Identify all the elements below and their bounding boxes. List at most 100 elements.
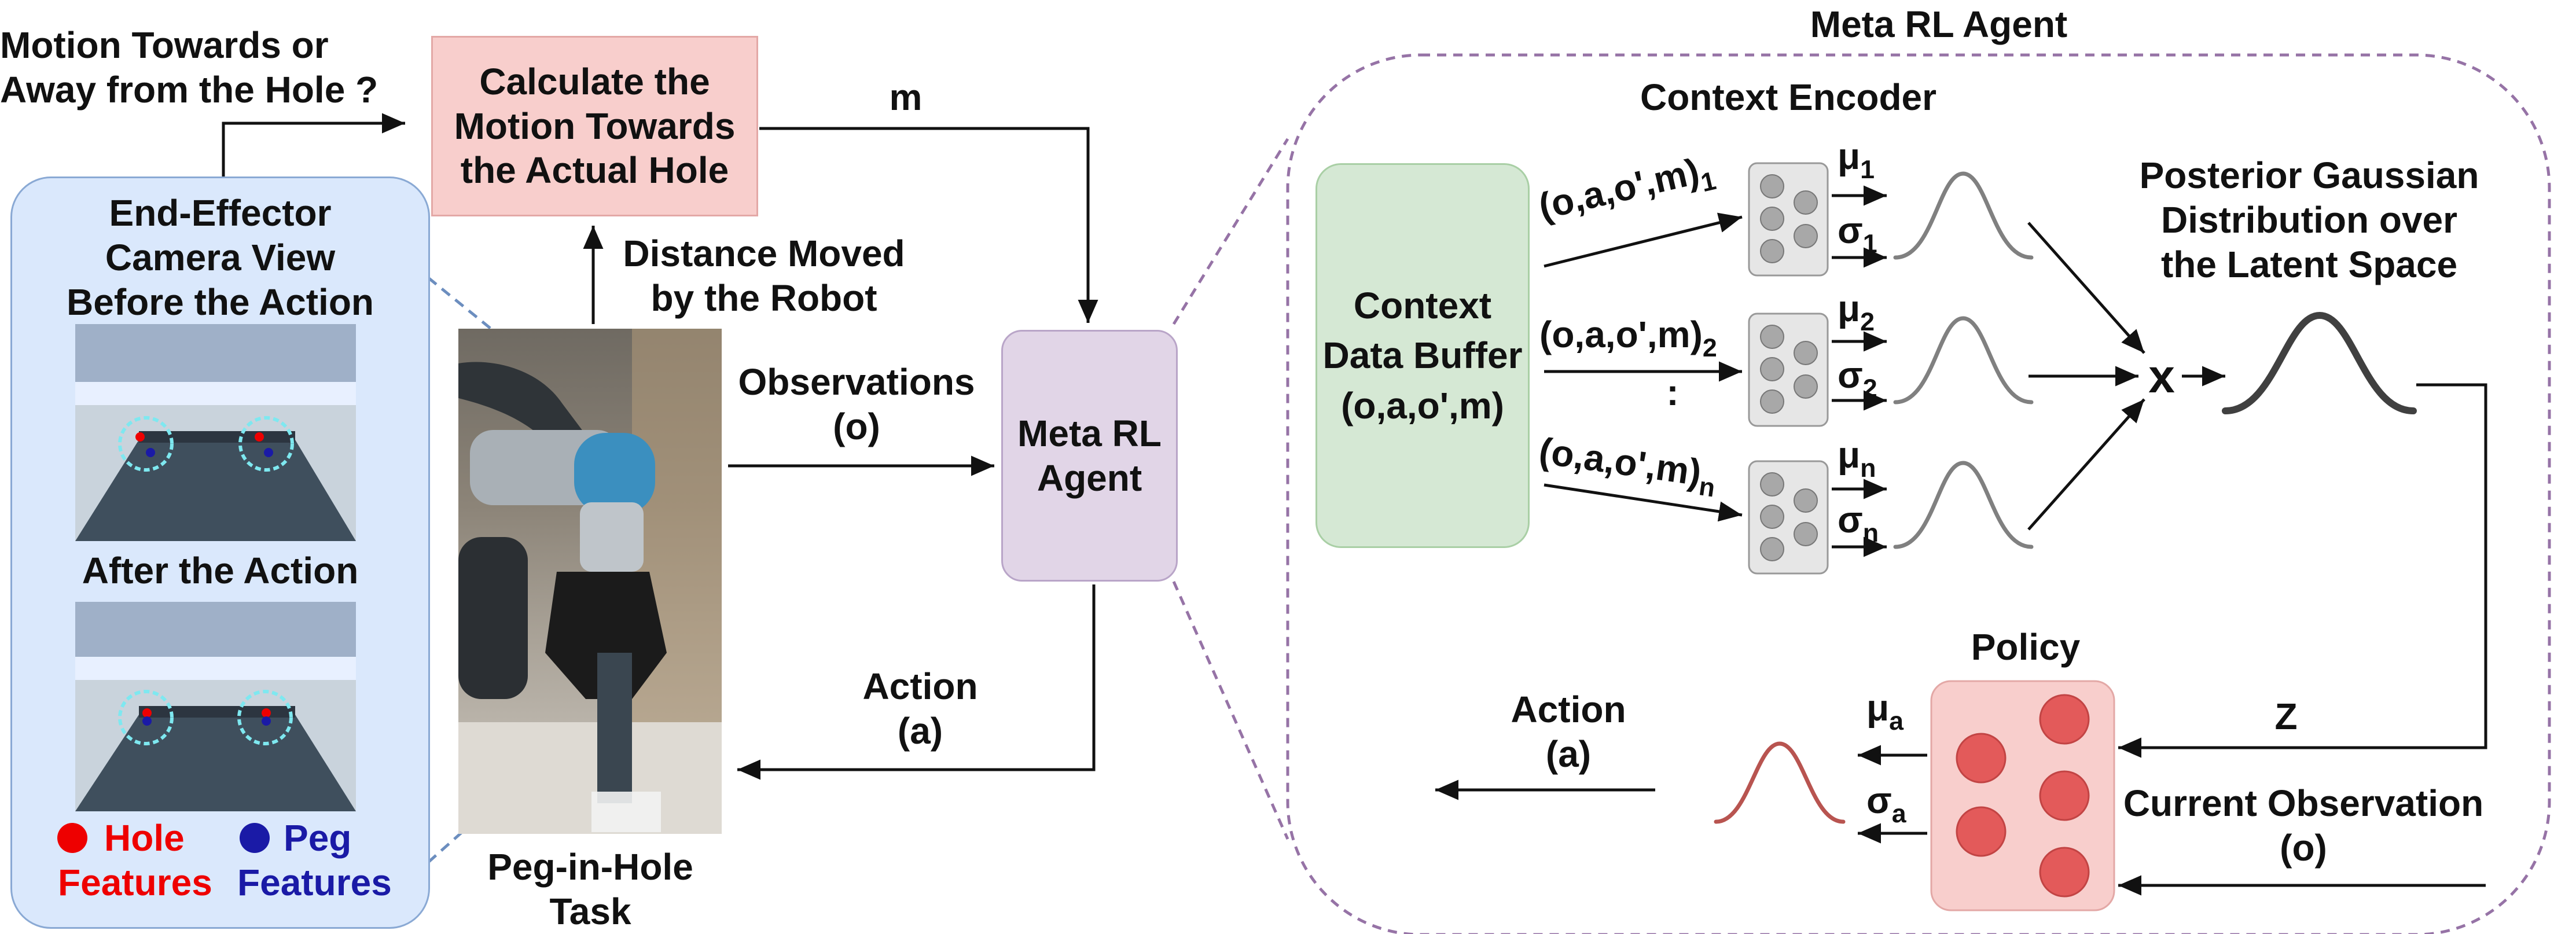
- peg-label-line1: Peg: [284, 817, 352, 859]
- observations-label: Observations (o): [735, 360, 978, 449]
- current-obs-line1: Current Observation: [2123, 782, 2484, 824]
- mu-2-sym: μ: [1838, 288, 1861, 329]
- posterior-gaussian: [2222, 311, 2417, 414]
- peg-task-line1: Peg-in-Hole: [487, 846, 693, 888]
- action-gaussian: [1714, 741, 1846, 824]
- mu-n-sym: μ: [1838, 434, 1861, 476]
- posterior-line3: the Latent Space: [2160, 243, 2458, 285]
- arrow-gaussn-to-product: [2027, 398, 2145, 531]
- arrow-camera-to-calc: [222, 113, 405, 176]
- z-label: Z: [2274, 696, 2298, 737]
- after-action-camera-image: [75, 602, 356, 811]
- zoom-line-bottom: [1172, 580, 1289, 840]
- camera-panel-title: End-Effector Camera View Before the Acti…: [10, 191, 430, 324]
- policy-network: [1930, 680, 2115, 911]
- camera-title-line2: Camera View: [105, 236, 336, 278]
- motion-question-text: Motion Towards or Away from the Hole ?: [0, 23, 379, 112]
- current-observation-label: Current Observation (o): [2095, 781, 2512, 870]
- sigma-a-sym: σ: [1866, 779, 1892, 821]
- hole-label-line1: Hole: [104, 817, 185, 859]
- calc-line1: Calculate the: [479, 60, 710, 102]
- mu-a-sub: a: [1889, 706, 1904, 736]
- buffer-line2: Data Buffer: [1322, 334, 1523, 377]
- before-action-scene: [75, 324, 356, 541]
- encoder-network-n: [1748, 460, 1829, 575]
- context-buffer-text: Context Data Buffer (o,a,o',m): [1323, 281, 1523, 431]
- motion-question-line1: Motion Towards or: [0, 24, 329, 66]
- camera-title-line1: End-Effector: [109, 192, 332, 234]
- arrow-gauss1-to-product: [2027, 222, 2145, 354]
- posterior-line2: Distribution over: [2160, 198, 2458, 241]
- meta-rl-agent-text: Meta RL Agent: [1017, 411, 1162, 501]
- mu-a-label: μa: [1866, 686, 1903, 736]
- motion-question-line2: Away from the Hole ?: [0, 68, 379, 111]
- action-right-line1: Action: [1511, 689, 1626, 730]
- camera-zoom-line-top: [427, 277, 522, 354]
- calculate-motion-box: Calculate the Motion Towards the Actual …: [431, 36, 758, 216]
- gaussian-1: [1893, 171, 2034, 260]
- zoom-line-top: [1172, 138, 1289, 325]
- peg-label-line2: Features: [237, 861, 392, 903]
- calc-line2: Motion Towards: [454, 105, 736, 147]
- mu-1-label: μ1: [1838, 134, 1875, 184]
- arrow-z: [2118, 383, 2487, 758]
- arrow-tuple-1: [1544, 212, 1743, 268]
- calc-line3: the Actual Hole: [460, 149, 729, 192]
- peg-legend-dot: [240, 823, 270, 853]
- posterior-line1: Posterior Gaussian: [2139, 155, 2479, 196]
- calculate-motion-text: Calculate the Motion Towards the Actual …: [454, 60, 736, 193]
- action-label-left: Action (a): [833, 664, 1007, 753]
- observations-line2: (o): [833, 405, 880, 447]
- camera-title-line3: Before the Action: [67, 281, 374, 323]
- distance-moved-label: Distance Moved by the Robot: [613, 231, 914, 321]
- sigma-2-sub: 2: [1862, 373, 1877, 403]
- sigma-a-sub: a: [1891, 799, 1906, 828]
- mu-1-sub: 1: [1860, 155, 1875, 184]
- mu-2-label: μ2: [1838, 286, 1875, 336]
- hole-features-label: Hole Features: [52, 816, 220, 905]
- product-symbol: x: [2148, 350, 2175, 403]
- sigma-n-label: σn: [1838, 498, 1879, 547]
- mu-n-label: μn: [1838, 433, 1876, 483]
- buffer-line1: Context: [1353, 284, 1492, 326]
- meta-rl-agent-box: Meta RL Agent: [1001, 330, 1178, 582]
- sigma-2-sym: σ: [1838, 354, 1863, 396]
- meta-rl-agent-title: Meta RL Agent: [1810, 3, 2068, 45]
- current-obs-line2: (o): [2280, 826, 2327, 869]
- after-action-label: After the Action: [82, 550, 359, 591]
- policy-title: Policy: [1971, 626, 2081, 668]
- before-action-camera-image: [75, 324, 356, 541]
- sigma-n-sym: σ: [1838, 499, 1863, 540]
- peg-task-line2: Task: [549, 890, 631, 932]
- arrow-tuple-n: [1544, 483, 1743, 522]
- arrow-action-left: [737, 584, 1096, 780]
- context-encoder-title: Context Encoder: [1640, 76, 1937, 118]
- meta-rl-agent-region: [1286, 53, 2551, 934]
- sigma-1-label: σ1: [1838, 208, 1877, 258]
- peg-in-hole-task-label: Peg-in-Hole Task: [475, 845, 706, 934]
- distance-line2: by the Robot: [651, 277, 877, 319]
- mu-a-sym: μ: [1866, 687, 1890, 729]
- peg-features-label: Peg Features: [231, 816, 405, 905]
- context-data-buffer-box: Context Data Buffer (o,a,o',m): [1315, 163, 1530, 548]
- mu-1-sym: μ: [1838, 135, 1861, 177]
- sigma-1-sym: σ: [1838, 209, 1863, 251]
- arrow-m: [759, 127, 1098, 323]
- action-label-right: Action (a): [1482, 687, 1655, 777]
- mu-n-sub: n: [1860, 453, 1876, 483]
- gaussian-2: [1893, 316, 2034, 405]
- hole-label-line2: Features: [58, 861, 212, 903]
- after-action-scene: [75, 602, 356, 811]
- tuple-2-text: (o,a,o',m): [1539, 314, 1703, 355]
- agent-line1: Meta RL: [1017, 412, 1162, 454]
- mu-2-sub: 2: [1860, 307, 1875, 336]
- action-right-line2: (a): [1545, 733, 1592, 775]
- action-left-line2: (a): [897, 709, 943, 752]
- robot-arm-illustration: [458, 329, 722, 834]
- sigma-1-sub: 1: [1862, 229, 1877, 258]
- sigma-a-label: σa: [1866, 778, 1906, 828]
- action-left-line1: Action: [862, 665, 978, 707]
- vertical-ellipsis: :: [1666, 372, 1679, 413]
- sigma-2-label: σ2: [1838, 353, 1877, 403]
- encoder-network-2: [1748, 312, 1829, 427]
